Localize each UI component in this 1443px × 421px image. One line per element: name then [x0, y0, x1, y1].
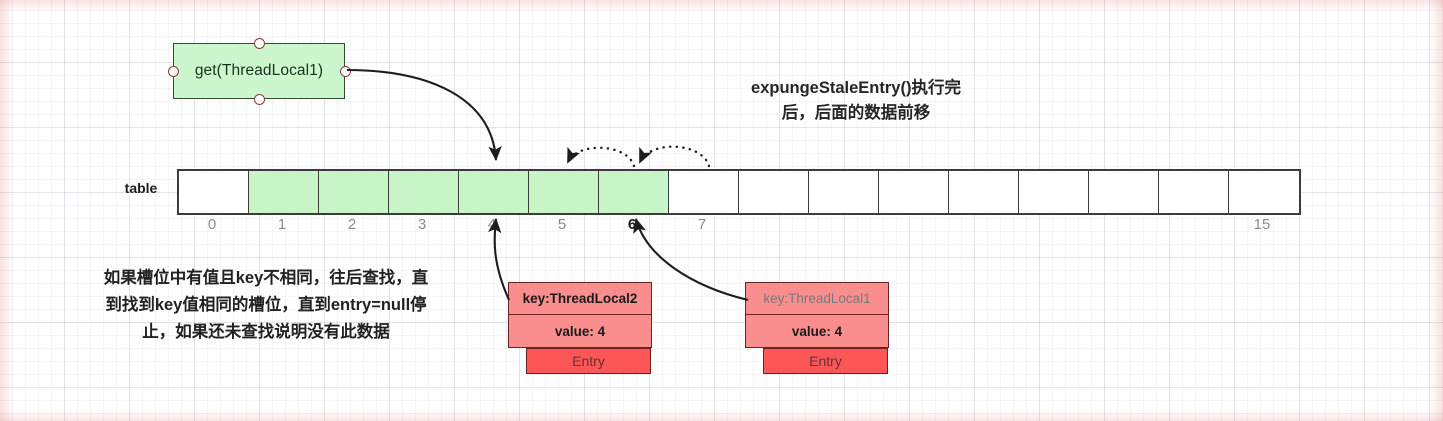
diagram-title-line-2: 后，后面的数据前移	[781, 104, 931, 122]
table-cell[interactable]	[319, 171, 389, 213]
arrow-entry2-to-slot4	[488, 217, 510, 301]
arrow-entry1-to-slot6	[633, 217, 749, 302]
table-cell[interactable]	[879, 171, 949, 213]
diagram-title-line-1: expungeStaleEntry()执行完	[751, 79, 961, 97]
entry-value-text: value: 4	[791, 323, 843, 339]
table-index-label: 1	[277, 216, 287, 233]
table-cell[interactable]	[179, 171, 249, 213]
table-cell[interactable]	[1019, 171, 1089, 213]
port-bottom-icon[interactable]	[253, 93, 265, 105]
table-cell[interactable]	[599, 171, 669, 213]
arrow-get-to-slot4	[346, 68, 502, 162]
entry-card-threadlocal2[interactable]: key:ThreadLocal2 value: 4 Entry	[508, 282, 652, 374]
table-index-label: 2	[347, 216, 357, 233]
diagram-title: expungeStaleEntry()执行完 后，后面的数据前移	[700, 76, 1012, 126]
entry-value: value: 4	[745, 315, 889, 348]
command-box-get-threadlocal1[interactable]: get(ThreadLocal1)	[173, 43, 345, 99]
table-cell[interactable]	[1229, 171, 1299, 213]
table-cell[interactable]	[1089, 171, 1159, 213]
entry-value: value: 4	[508, 315, 652, 348]
table-cell[interactable]	[389, 171, 459, 213]
table-row	[177, 169, 1301, 215]
port-top-icon[interactable]	[253, 37, 265, 49]
lookup-note-line-2: 到找到key值相同的槽位，直到entry=null停	[105, 296, 427, 314]
table-index-label: 0	[207, 216, 217, 233]
entry-value-text: value: 4	[554, 323, 606, 339]
entry-tag: Entry	[526, 348, 651, 374]
table-cell[interactable]	[669, 171, 739, 213]
lookup-note-line-3: 止，如果还未查找说明没有此数据	[142, 323, 390, 341]
table-cell[interactable]	[739, 171, 809, 213]
port-left-icon[interactable]	[167, 65, 179, 77]
table-cell[interactable]	[809, 171, 879, 213]
table-index-label: 7	[697, 216, 707, 233]
entry-key: key:ThreadLocal2	[508, 282, 652, 315]
table-index-label: 15	[1253, 216, 1271, 233]
arrow-shift-7-to-6	[638, 145, 711, 168]
table-index-label: 5	[557, 216, 567, 233]
arrow-shift-6-to-5	[566, 146, 636, 168]
entry-tag: Entry	[763, 348, 888, 374]
lookup-note-line-1: 如果槽位中有值且key不相同，往后查找，直	[103, 269, 429, 287]
command-box-label: get(ThreadLocal1)	[194, 62, 324, 79]
table-label: table	[124, 180, 158, 196]
table-cell[interactable]	[249, 171, 319, 213]
table-index-label: 6	[627, 216, 637, 233]
table-cell[interactable]	[459, 171, 529, 213]
lookup-note: 如果槽位中有值且key不相同，往后查找，直 到找到key值相同的槽位，直到ent…	[46, 265, 486, 346]
table-cell[interactable]	[949, 171, 1019, 213]
table-index-label: 3	[417, 216, 427, 233]
table-cell[interactable]	[1159, 171, 1229, 213]
table-cell[interactable]	[529, 171, 599, 213]
